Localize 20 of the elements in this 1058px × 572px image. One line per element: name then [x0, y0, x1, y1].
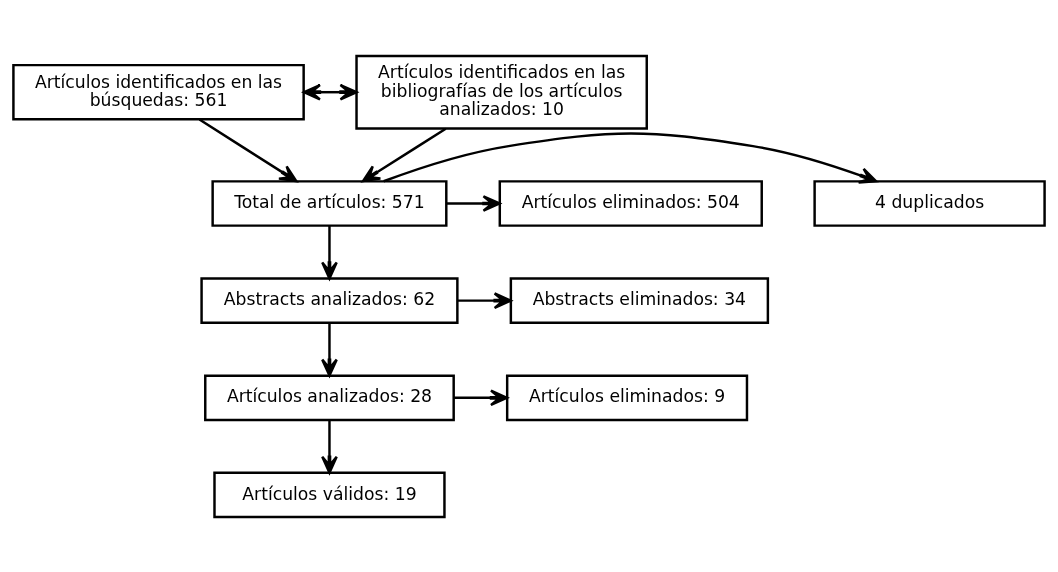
arrow — [321, 322, 338, 377]
node-box: Abstracts eliminados: 34 — [509, 276, 770, 324]
arrow — [446, 194, 501, 212]
node-box: Artículos válidos: 19 — [213, 471, 446, 518]
node-box: Artículos identificados en las bibliografías de los artículos analizados: 10 — [355, 54, 648, 130]
node-box: Artículos eliminados: 504 — [498, 179, 763, 227]
arrow — [453, 388, 509, 406]
node-box: 4 duplicados — [813, 179, 1046, 227]
arrow — [302, 83, 358, 101]
arrow — [321, 419, 338, 474]
arrow — [198, 117, 298, 182]
node-box: Abstracts analizados: 62 — [200, 276, 459, 324]
arrow — [383, 131, 878, 184]
node-box: Artículos eliminados: 9 — [505, 373, 749, 421]
node-box: Total de artículos: 571 — [211, 179, 448, 227]
node-box: Artículos analizados: 28 — [204, 373, 455, 421]
node-box: Artículos identificados en las búsquedas: 561 — [12, 63, 305, 120]
arrow — [457, 291, 512, 309]
arrow — [361, 127, 447, 182]
arrow — [321, 225, 338, 280]
